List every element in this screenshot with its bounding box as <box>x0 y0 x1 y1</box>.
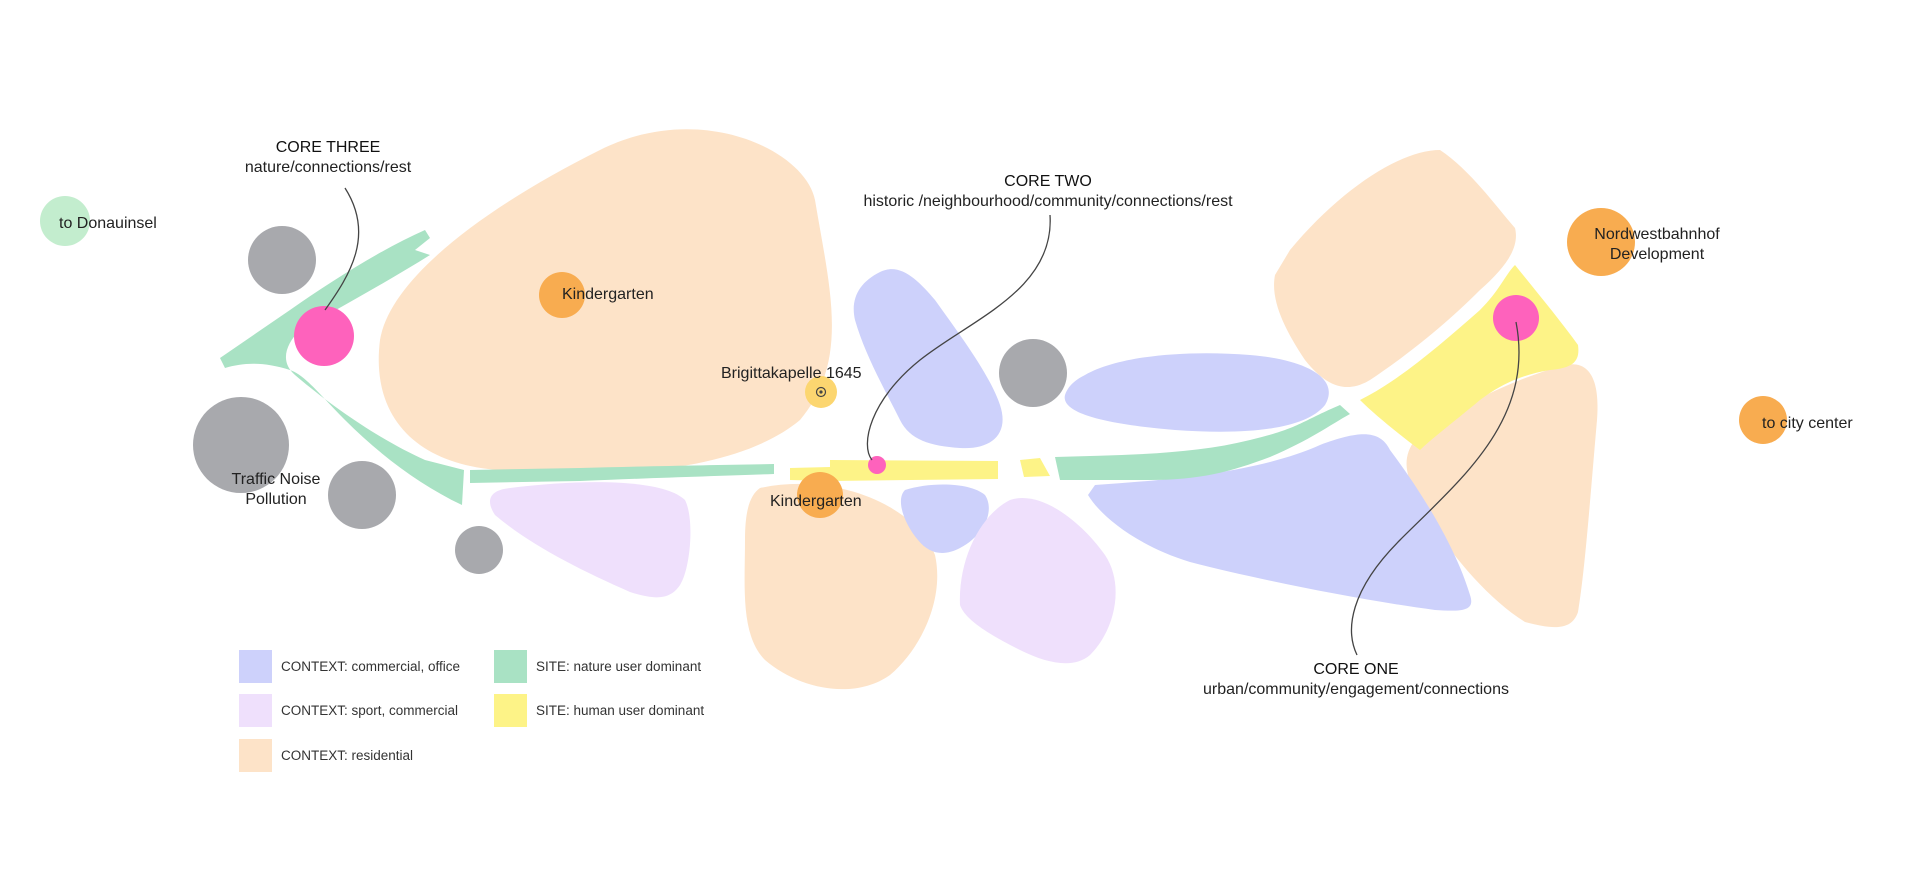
core-one-subtitle: urban/community/engagement/connections <box>1203 681 1509 698</box>
core-three-leader-line <box>324 187 360 311</box>
legend-label: SITE: human user dominant <box>536 703 705 718</box>
sport-zone-west <box>490 482 691 598</box>
city-center-circle <box>1739 396 1787 444</box>
kindergarten-north-circle <box>539 272 585 318</box>
legend-swatch <box>494 694 527 727</box>
residential-zone-northeast <box>1274 150 1516 388</box>
legend-item-residential: CONTEXT: residential <box>239 739 413 772</box>
core-two-label: CORE TWO historic /neighbourhood/communi… <box>863 172 1232 212</box>
sport-zone-south <box>959 498 1116 664</box>
nordwestbahnhof-label-line2: Development <box>1609 246 1705 263</box>
residential-zone-east <box>1406 364 1598 628</box>
chapel-label: Brigittakapelle 1645 <box>721 365 862 382</box>
legend-item-sport-commercial: CONTEXT: sport, commercial <box>239 694 458 727</box>
nordwestbahnhof-circle <box>1567 208 1635 276</box>
kindergarten-north-label: Kindergarten <box>562 286 654 303</box>
legend-item-nature: SITE: nature user dominant <box>494 650 701 683</box>
residential-zone-south <box>744 483 938 690</box>
noise-circle-5 <box>999 339 1067 407</box>
nature-path-west <box>470 464 774 483</box>
legend-item-commercial-office: CONTEXT: commercial, office <box>239 650 460 683</box>
core-two-subtitle: historic /neighbourhood/community/connec… <box>863 193 1233 210</box>
noise-circle-4 <box>455 526 503 574</box>
kindergarten-south-circle <box>797 472 843 518</box>
core-three-subtitle: nature/connections/rest <box>244 159 412 176</box>
residential-zone-large <box>378 129 832 474</box>
commercial-zone-north <box>853 269 1003 449</box>
nordwestbahnhof-label: Nordwestbahnhof Development <box>1577 225 1737 265</box>
noise-circle-3 <box>328 461 396 529</box>
legend-swatch <box>239 739 272 772</box>
traffic-noise-label: Traffic Noise Pollution <box>221 470 331 510</box>
legend-label: CONTEXT: residential <box>281 748 414 763</box>
donauinsel-circle <box>40 196 90 246</box>
core-one-title: CORE ONE <box>1313 661 1399 678</box>
legend-swatch <box>494 650 527 683</box>
core-one-circle <box>1493 295 1539 341</box>
legend-label: CONTEXT: commercial, office <box>281 659 461 674</box>
human-area-west <box>790 460 998 481</box>
chapel-ring-icon <box>815 386 827 398</box>
nordwestbahnhof-label-line1: Nordwestbahnhof <box>1594 226 1720 243</box>
legend-label: CONTEXT: sport, commercial <box>281 703 459 718</box>
core-two-leader-line <box>866 214 1051 461</box>
legend-label: SITE: nature user dominant <box>536 659 702 674</box>
legend-swatch <box>239 694 272 727</box>
commercial-zone-small <box>900 484 989 553</box>
human-area-small <box>1020 458 1050 477</box>
donauinsel-label: to Donauinsel <box>59 215 157 232</box>
core-three-title: CORE THREE <box>275 139 381 156</box>
kindergarten-south-label: Kindergarten <box>770 493 862 510</box>
commercial-zone-middle <box>1064 353 1329 432</box>
core-two-circle <box>868 456 886 474</box>
nature-area-east <box>1055 405 1350 480</box>
traffic-noise-label-line2: Pollution <box>245 491 307 508</box>
core-three-label: CORE THREE nature/connections/rest <box>245 138 411 178</box>
city-center-label: to city center <box>1762 415 1853 432</box>
core-one-leader-line <box>1350 321 1520 656</box>
legend-item-human: SITE: human user dominant <box>494 694 704 727</box>
core-one-label: CORE ONE urban/community/engagement/conn… <box>1203 660 1509 700</box>
core-two-title: CORE TWO <box>1004 173 1092 190</box>
core-three-circle <box>294 306 354 366</box>
legend-swatch <box>239 650 272 683</box>
noise-circle-2 <box>193 397 289 493</box>
chapel-dot-icon <box>819 390 823 394</box>
noise-circle-1 <box>248 226 316 294</box>
traffic-noise-label-line1: Traffic Noise <box>231 471 321 488</box>
